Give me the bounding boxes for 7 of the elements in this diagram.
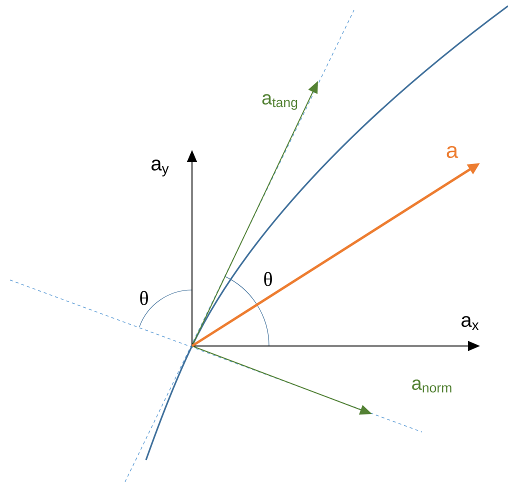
vector-label: a$_{x}$ (462, 316, 479, 330)
vector-label: θ (140, 290, 148, 306)
vector-label: a$_{tang}$ (262, 94, 298, 110)
vector-label: a$_{y}$ (152, 160, 169, 176)
vector-label: a$_{norm}$ (412, 380, 452, 392)
vector-label: θ (264, 272, 272, 286)
vector-label: a (446, 146, 458, 158)
